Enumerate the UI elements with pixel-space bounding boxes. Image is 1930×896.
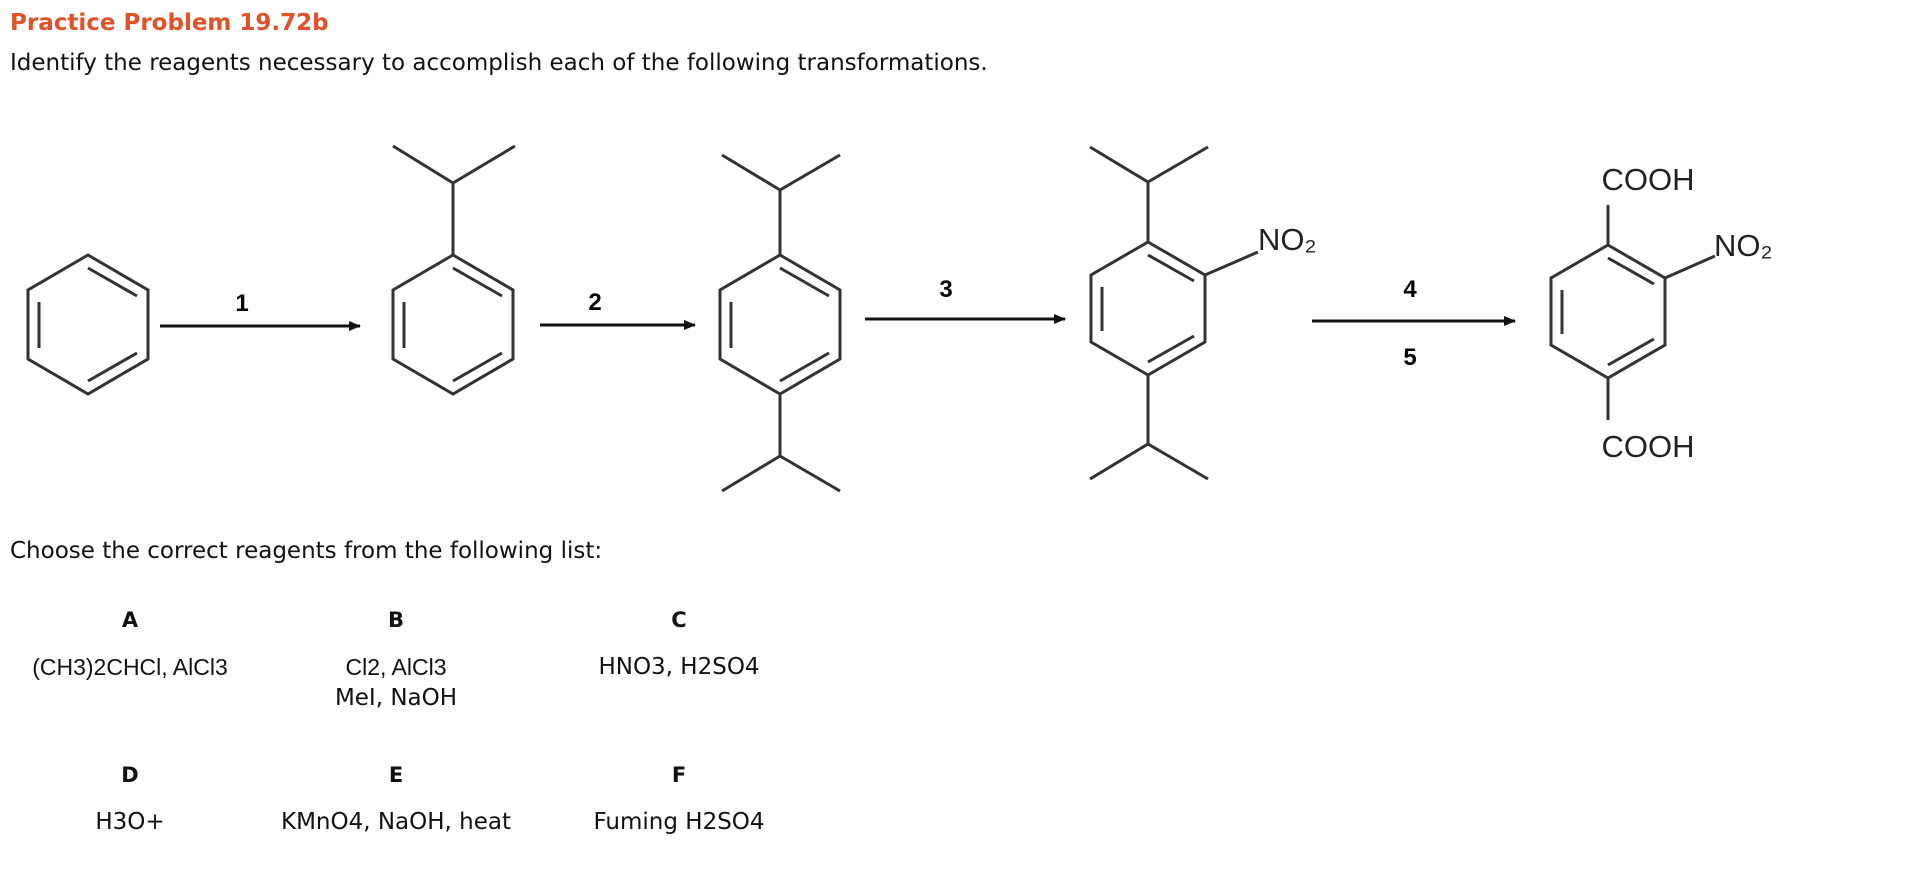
option-letter: C — [671, 608, 687, 632]
benzene-molecule — [26, 253, 150, 396]
reagent-option-b: B Cl2, AlCl3 MeI, NaOH — [246, 608, 546, 714]
option-reagent-line: Cl2, AlCl3 — [345, 654, 447, 680]
reagent-option-c: C HNO3, H2SO4 — [529, 608, 829, 683]
reagent-list-prompt: Choose the correct reagents from the fol… — [10, 538, 603, 564]
option-reagent-line: MeI, NaOH — [334, 685, 458, 711]
option-letter: F — [671, 763, 687, 787]
option-reagent-line: H3O+ — [95, 809, 165, 835]
nitro-label: NO₂ — [1258, 222, 1317, 257]
option-letter: A — [121, 608, 139, 632]
option-reagent-line: KMnO4, NaOH, heat — [280, 809, 512, 835]
reagent-option-d: D H3O+ — [0, 763, 280, 838]
nitro-diisopropylbenzene-molecule — [1089, 145, 1259, 481]
step-label-5: 5 — [1403, 344, 1416, 371]
step-label-1: 1 — [235, 290, 248, 317]
reagent-option-a: A (CH3)2CHCl, AlCl3 — [0, 608, 280, 683]
problem-instruction: Identify the reagents necessary to accom… — [10, 50, 988, 76]
option-letter: E — [388, 763, 404, 787]
step-label-3: 3 — [939, 276, 952, 303]
option-letter: D — [121, 763, 139, 787]
reagent-option-e: E KMnO4, NaOH, heat — [246, 763, 546, 838]
carboxyl-top-label: COOH — [1602, 162, 1695, 197]
option-letter: B — [387, 608, 404, 632]
option-reagent-line: Fuming H2SO4 — [593, 809, 765, 835]
reagent-option-f: F Fuming H2SO4 — [529, 763, 829, 838]
step-label-4: 4 — [1403, 276, 1417, 303]
reaction-scheme: 1 2 3 NO₂ — [26, 144, 1773, 493]
option-reagent-line: HNO3, H2SO4 — [598, 654, 760, 680]
nitro-label-product: NO₂ — [1714, 228, 1773, 263]
nitroterephthalic-acid-molecule — [1549, 205, 1716, 420]
option-reagent-line: (CH3)2CHCl, AlCl3 — [32, 654, 228, 680]
diisopropylbenzene-molecule — [718, 153, 842, 493]
problem-title: Practice Problem 19.72b — [10, 10, 329, 36]
carboxyl-bottom-label: COOH — [1602, 429, 1695, 464]
isopropylbenzene-molecule — [391, 144, 516, 396]
step-label-2: 2 — [588, 289, 601, 316]
